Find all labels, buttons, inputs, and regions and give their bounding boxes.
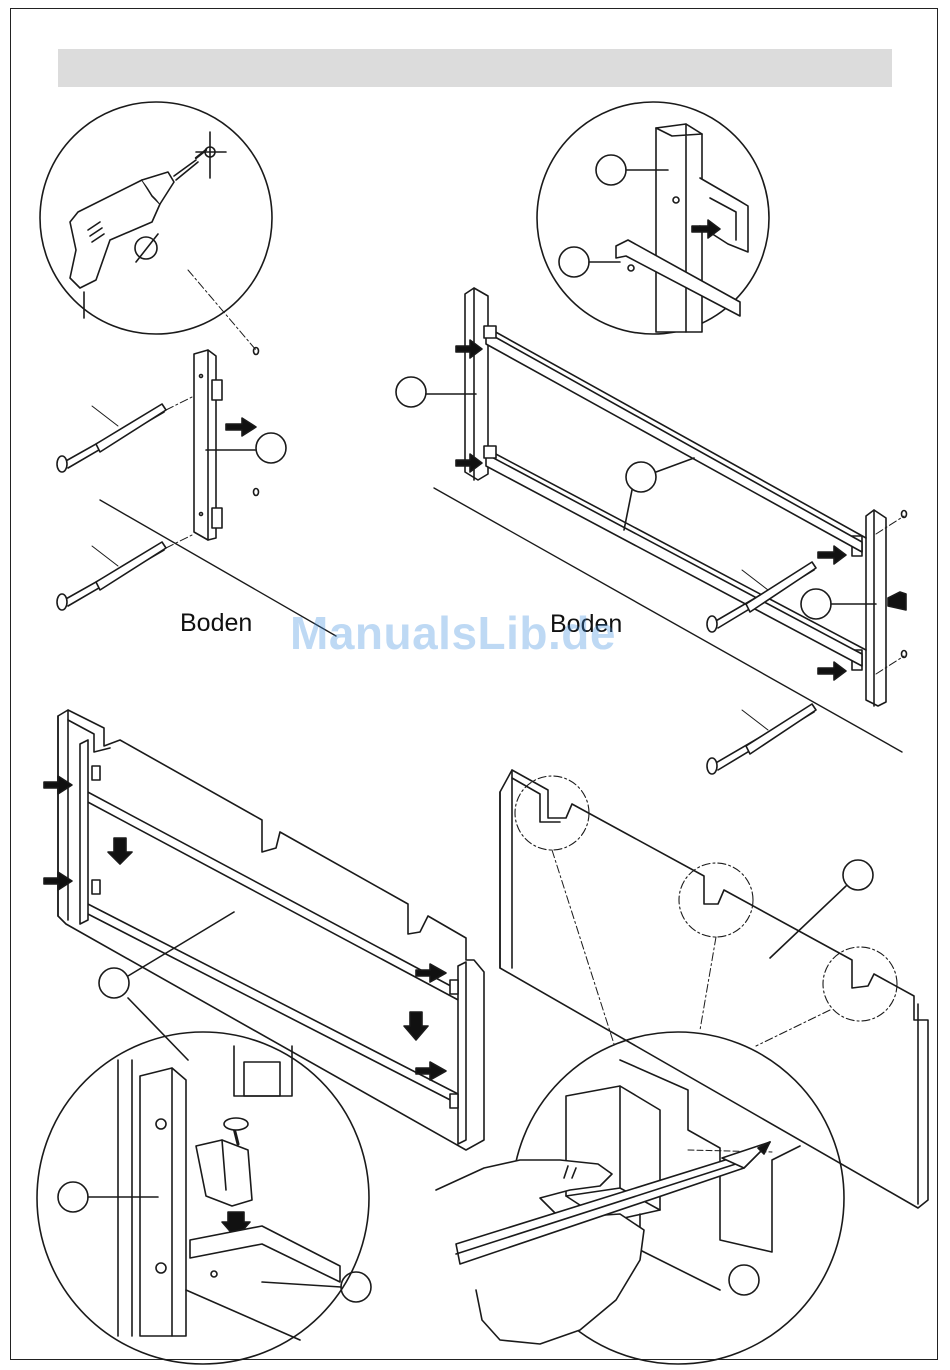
bracket-detail-circle (537, 102, 769, 334)
push-arrow-icon (226, 418, 256, 436)
watermark-text: ManualsLib.de (290, 606, 616, 660)
vertical-rail-left (194, 350, 222, 540)
step-drill-wall-mount (40, 102, 336, 636)
clip-detail-circle (37, 1032, 371, 1364)
step-frame-mount (396, 102, 907, 774)
step-mark-notches (436, 770, 928, 1364)
screw-dowel-frame-lower (707, 704, 816, 774)
back-panel-notched (58, 710, 484, 1150)
diameter-icon (135, 234, 158, 262)
screw-dowel-lower (57, 542, 166, 610)
drill-detail-circle (40, 102, 272, 334)
part-callout-circle (206, 433, 286, 463)
step-back-panel (37, 710, 484, 1364)
screw-dowel-upper (57, 404, 166, 472)
side-panel-notched (500, 770, 928, 1208)
floor-label-left: Boden (180, 609, 252, 638)
